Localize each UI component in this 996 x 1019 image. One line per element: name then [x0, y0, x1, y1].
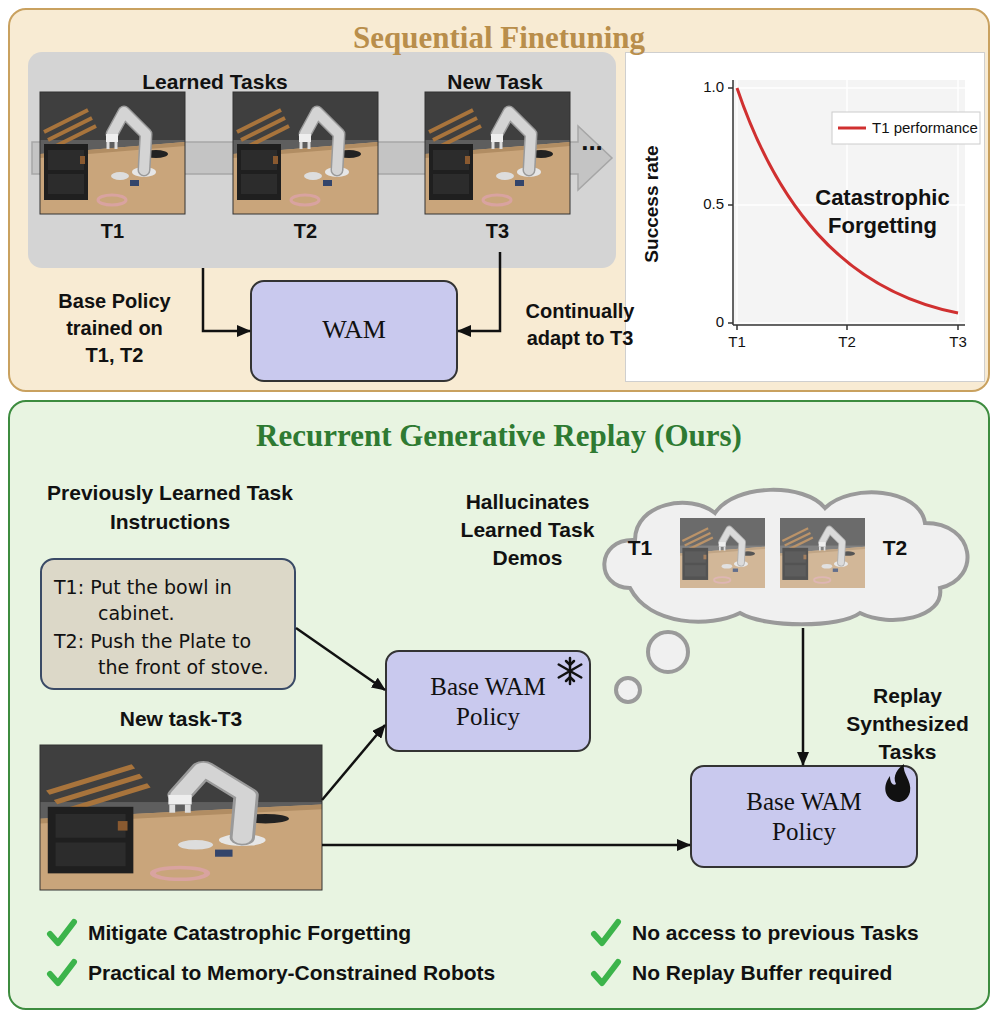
node-text: T3: [425, 220, 570, 243]
task-image: T2: [233, 92, 378, 252]
node-text: Learned Tasks: [115, 70, 315, 94]
node-text: New Task: [425, 70, 565, 94]
benefit-text: Practical to Memory-Constrained Robots: [88, 961, 568, 985]
instruction-box: Previously Learned Task InstructionsT1: …: [40, 558, 296, 690]
cloud-path: [604, 490, 967, 624]
benefit-text: Mitigate Catastrophic Forgetting: [88, 921, 568, 945]
tick-label: T1: [722, 333, 752, 350]
arrow-connector: [802, 628, 805, 765]
thought-cloud: T1 T2: [590, 478, 985, 628]
tick-label: T3: [943, 333, 973, 350]
node-text: Previously Learned Task Instructions: [32, 478, 308, 536]
edge-label: Continually adapt to T3: [510, 298, 650, 352]
arrow-connector: [296, 628, 385, 690]
tick-label: 0.5: [690, 195, 724, 212]
task-image: New task-T3: [40, 745, 322, 890]
axis-title: Success rate: [641, 124, 663, 284]
edge-label: Base Policy trained on T1, T2: [52, 288, 177, 369]
node-text: New task-T3: [40, 707, 322, 731]
tick-label: 0: [690, 313, 724, 330]
tick-label: 1.0: [690, 78, 724, 95]
chart-box: Catastrophic Forgetting: [625, 52, 985, 382]
node-text: Base WAM Policy: [423, 672, 553, 732]
task-image: T1: [40, 92, 185, 252]
node-text: T1: [620, 536, 660, 560]
task-image: T3: [425, 92, 570, 252]
arrow-connector: [203, 268, 250, 331]
annotation: Hallucinates Learned Task Demos: [450, 488, 605, 572]
edge-label: Replay Synthesized Tasks: [830, 682, 985, 766]
policy-box: Base WAM Policy: [690, 765, 918, 868]
arrow-connector: [458, 252, 500, 331]
node-text: Base WAM Policy: [739, 787, 869, 847]
node-text: T1: [40, 220, 185, 243]
arrow-connector: [322, 844, 690, 847]
policy-box: WAM: [250, 280, 458, 382]
arrow-connector: [322, 725, 385, 800]
tick-label: T2: [832, 333, 862, 350]
node-text: Recurrent Generative Replay (Ours): [10, 418, 988, 454]
node-text: Catastrophic Forgetting: [785, 184, 980, 240]
benefit-text: No access to previous Tasks: [632, 921, 982, 945]
node-text: T2: [233, 220, 378, 243]
task-stream-box: Learned Tasks New TaskT1 T2 T3: [28, 52, 616, 268]
node-text: T2: Push the Plate to the front of stove…: [54, 628, 280, 680]
benefit-text: No Replay Buffer required: [632, 961, 982, 985]
node-text: T1: Put the bowl in cabinet.: [54, 574, 280, 626]
node-text: Sequential Finetuning: [10, 20, 988, 56]
policy-box: Base WAM Policy: [385, 650, 591, 752]
node-text: T2: [875, 536, 915, 560]
legend-text: T1 performance: [872, 119, 980, 136]
continuation-mark: ...: [572, 126, 612, 157]
node-text: WAM: [252, 315, 456, 345]
